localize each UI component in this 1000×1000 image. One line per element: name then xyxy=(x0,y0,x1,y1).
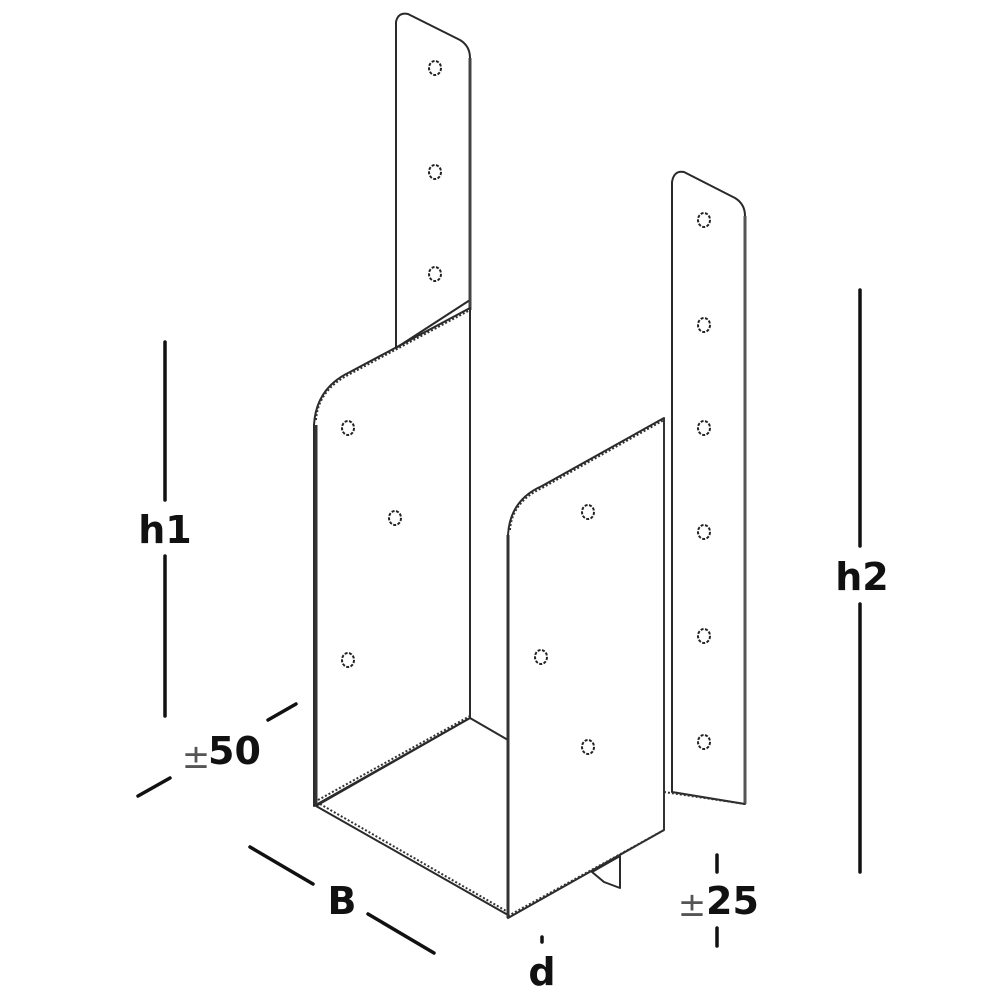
hole-icon xyxy=(581,739,595,755)
left-tall-flange xyxy=(395,12,472,349)
hole-icon xyxy=(697,628,711,644)
bottom-tab xyxy=(591,855,621,889)
dimension-thickness: d xyxy=(528,935,556,994)
b-label: B xyxy=(328,879,357,923)
plus-minus-50-sign: ± xyxy=(182,737,211,777)
dimension-h1: h1 xyxy=(138,340,192,718)
hole-icon xyxy=(697,317,711,333)
hole-icon xyxy=(341,652,355,668)
left-side-plate xyxy=(313,307,471,807)
hole-icon xyxy=(428,164,442,180)
right-side-plate xyxy=(506,417,665,919)
hole-icon xyxy=(697,212,711,228)
hole-icon xyxy=(581,504,595,520)
plus-minus-25-value: 25 xyxy=(706,879,759,923)
hole-icon xyxy=(341,420,355,436)
right-tall-flange xyxy=(663,170,747,805)
h2-label: h2 xyxy=(835,555,889,599)
hole-icon xyxy=(697,734,711,750)
hole-icon xyxy=(697,420,711,436)
hole-icon xyxy=(388,510,402,526)
dimension-offset-tolerance: ± 25 xyxy=(678,853,759,948)
d-label: d xyxy=(528,950,555,994)
hole-icon xyxy=(428,60,442,76)
plus-minus-25-sign: ± xyxy=(678,885,707,925)
dimension-h2: h2 xyxy=(835,288,889,874)
dimension-width: B xyxy=(248,845,436,955)
hole-icon xyxy=(697,524,711,540)
hole-icon xyxy=(534,649,548,665)
plus-minus-50-value: 50 xyxy=(208,729,261,773)
hole-icon xyxy=(428,266,442,282)
dimension-depth-tolerance: ± 50 xyxy=(136,702,298,798)
h1-label: h1 xyxy=(138,508,192,552)
